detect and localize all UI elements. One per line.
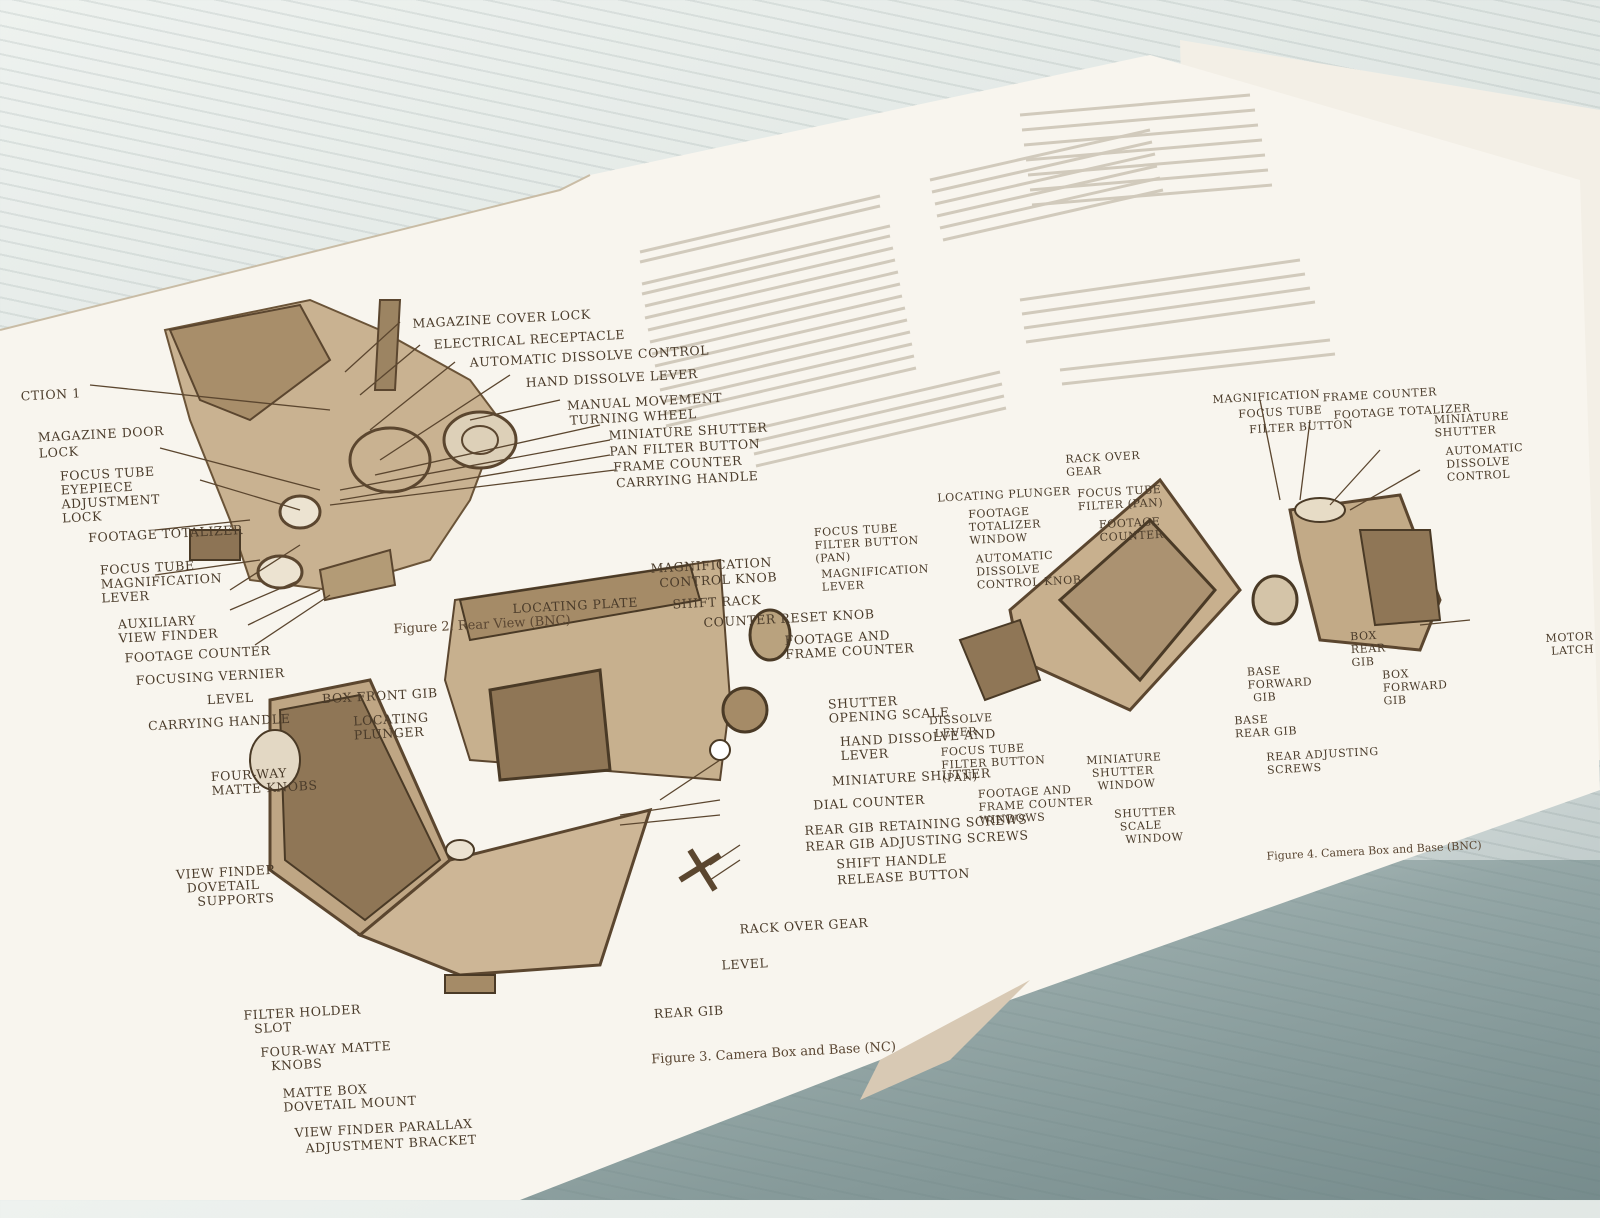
label-magazine-door: MAGAZINE DOOR	[37, 423, 165, 445]
label-matte-knobs: MATTE KNOBS	[211, 777, 318, 798]
label-carrying-handle: CARRYING HANDLE	[147, 710, 291, 734]
label-forward: FORWARD	[1247, 675, 1313, 692]
gutter-fold	[860, 980, 1030, 1100]
label-supports: SUPPORTS	[197, 889, 275, 909]
figure2-caption: Figure 2. Rear View (BNC)	[393, 612, 571, 638]
label-footage-totalizer: FOOTAGE TOTALIZER	[87, 522, 244, 546]
label-gib-f4: GIB	[1252, 690, 1277, 705]
label-gib2-f4: GIB	[1351, 654, 1375, 670]
leader-lines	[89, 321, 1471, 881]
label-frame-counter-right: FRAME COUNTER	[1322, 385, 1438, 405]
label-gear: GEAR	[1065, 464, 1102, 479]
label-box-front-gib: BOX FRONT GIB	[321, 685, 439, 707]
label-locating-plunger: LOCATING PLUNGER	[937, 484, 1071, 505]
label-shutter-right: SHUTTER	[1434, 423, 1497, 440]
label-counter: COUNTER	[1099, 527, 1165, 545]
label-view-finder: VIEW FINDER	[118, 625, 219, 646]
label-window: WINDOW	[969, 530, 1028, 547]
label-windows: WINDOWS	[978, 810, 1046, 827]
label-latch: LATCH	[1550, 642, 1595, 658]
figure3-caption: Figure 3. Camera Box and Base (NC)	[650, 1039, 897, 1068]
label-locating-plate: LOCATING PLATE	[512, 594, 639, 616]
label-pan-b: (PAN)	[941, 769, 978, 785]
label-shift-rack: SHIFT RACK	[672, 591, 762, 612]
label-hand-dissolve-lever: HAND DISSOLVE LEVER	[525, 366, 699, 390]
label-control-right: CONTROL	[1446, 467, 1511, 484]
label-window3-f4: WINDOW	[1125, 830, 1184, 847]
figure3-camera-box	[443, 558, 792, 782]
label-rack-over-gear: RACK OVER GEAR	[739, 914, 869, 937]
label-magazine-cover-lock: MAGAZINE COVER LOCK	[412, 306, 592, 331]
label-window2-f4: WINDOW	[1097, 776, 1156, 793]
label-screws: SCREWS	[1266, 760, 1323, 777]
label-lever-f3: LEVER	[840, 745, 890, 764]
label-level-f3: LEVEL	[721, 955, 769, 973]
figure2-camera-illustration	[163, 298, 518, 602]
label-adjustment: ADJUSTMENT	[61, 491, 161, 512]
figure3-camera-base	[249, 678, 722, 994]
label-rack-over: RACK OVER	[1065, 448, 1141, 466]
label-magazine-door-lock: LOCK	[38, 443, 79, 461]
label-lever2-f4: LEVER	[934, 724, 978, 741]
label-footage-counter: FOOTAGE COUNTER	[124, 642, 271, 666]
label-four-way-matte: FOUR-WAY MATTE	[260, 1037, 392, 1060]
label-lever: LEVER	[101, 588, 150, 606]
figure4-caption: Figure 4. Camera Box and Base (BNC)	[1266, 838, 1482, 863]
label-slot: SLOT	[253, 1019, 293, 1037]
label-rear-adjusting: REAR ADJUSTING	[1266, 744, 1380, 764]
label-focusing-vernier: FOCUSING VERNIER	[135, 665, 285, 688]
label-pan-left: (PAN)	[815, 550, 852, 566]
section-header: ction 1	[20, 385, 82, 404]
label-knobs: KNOBS	[270, 1055, 323, 1074]
label-filter-pan: FILTER (PAN)	[1077, 495, 1164, 514]
label-rear-gib-f4: REAR GIB	[1234, 724, 1298, 741]
label-dial-counter: DIAL COUNTER	[812, 791, 926, 813]
label-lever-f4: LEVER	[821, 578, 865, 594]
figure4-exploded-box	[958, 477, 1442, 712]
label-filter-holder: FILTER HOLDER	[243, 1001, 362, 1023]
label-forward2-f4: FORWARD	[1382, 678, 1448, 695]
label-magnification-f4: MAGNIFICATION	[820, 562, 930, 581]
label-plunger: PLUNGER	[353, 723, 425, 743]
label-counter-reset-knob: COUNTER RESET KNOB	[703, 606, 875, 631]
label-eyepiece-lock: LOCK	[61, 508, 103, 526]
label-gib3-f4: GIB	[1383, 693, 1407, 708]
label-level: LEVEL	[206, 689, 255, 708]
label-rear-gib: REAR GIB	[653, 1002, 725, 1022]
